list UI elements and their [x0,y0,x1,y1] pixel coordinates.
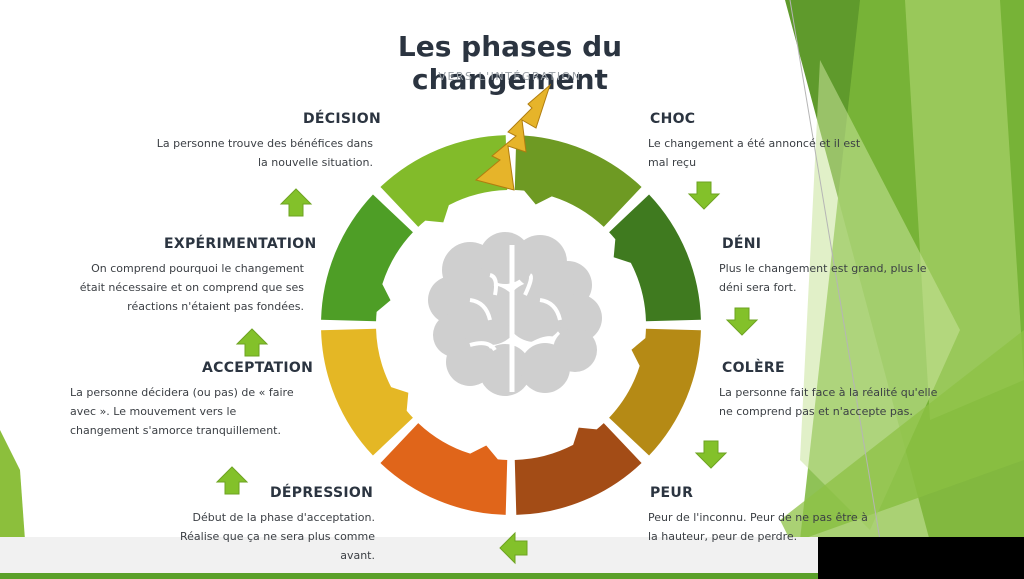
wheel-segment-decision [380,135,508,227]
phase-text-line: déni sera fort. [719,281,797,294]
phase-text-line: était nécessaire et on comprend que ses [79,281,304,294]
phase-title-decision: DÉCISION [303,111,381,127]
phase-text-experimentation: On comprend pourquoi le changement était… [62,259,304,316]
arrow-down-icon [687,181,721,210]
wheel-segment-colere [609,328,701,456]
wheel-segment-deni [609,194,701,322]
phase-text-line: La personne fait face à la réalité qu'el… [719,386,938,399]
phase-text-line: Le changement a été annoncé et il est [648,137,861,150]
phase-title-peur: PEUR [650,485,694,501]
phase-title-colere: COLÈRE [722,360,785,376]
wheel-segment-acceptation [321,328,413,456]
phase-text-line: changement s'amorce tranquillement. [70,424,281,437]
phase-text-line: la hauteur, peur de perdre. [648,530,798,543]
phase-text-line: La personne trouve des bénéfices dans [156,137,373,150]
brain-icon [428,232,602,396]
wheel-segment-peur [514,423,642,515]
arrow-down-icon [694,440,728,469]
phase-text-peur: Peur de l'inconnu. Peur de ne pas être à… [648,508,888,546]
phase-text-line: Peur de l'inconnu. Peur de ne pas être à [648,511,868,524]
phase-title-depression: DÉPRESSION [270,485,374,501]
phase-text-line: avec ». Le mouvement vers le [70,405,237,418]
arrow-left-icon [499,531,528,565]
phase-text-deni: Plus le changement est grand, plus le dé… [719,259,955,297]
bg-bottom-band [0,537,820,573]
bg-thin-line [789,0,881,541]
phase-text-line: Début de la phase d'acceptation. [192,511,375,524]
phase-text-depression: Début de la phase d'acceptation. Réalise… [135,508,375,565]
wheel-segment-choc [514,135,642,227]
phase-title-experimentation: EXPÉRIMENTATION [164,236,317,252]
phase-text-line: La personne décidera (ou pas) de « faire [70,386,294,399]
phase-text-acceptation: La personne décidera (ou pas) de « faire… [70,383,310,440]
phase-text-colere: La personne fait face à la réalité qu'el… [719,383,959,421]
diagram-subtitle: VERS L'INTÉGRATION [438,70,582,83]
phase-text-line: avant. [340,549,375,562]
arrow-up-icon [279,188,313,217]
wheel-segment-experimentation [321,194,413,322]
phase-text-line: Plus le changement est grand, plus le [719,262,927,275]
lightning-icon [474,83,552,191]
arrow-down-icon [725,307,759,336]
bg-bottom-right-black [818,537,1024,579]
arrow-up-icon [215,466,249,495]
arrow-up-icon [235,328,269,357]
bg-bottom-line [0,573,820,579]
phase-text-line: ne comprend pas et n'accepte pas. [719,405,913,418]
bg-shape-left [0,430,25,540]
diagram-title: Les phases du changement [397,30,623,96]
phase-text-line: la nouvelle situation. [257,156,373,169]
phase-text-line: mal reçu [648,156,697,169]
phase-text-decision: La personne trouve des bénéfices dans la… [133,134,373,172]
phase-text-line: réactions n'étaient pas fondées. [127,300,304,313]
phase-title-choc: CHOC [650,111,696,127]
phase-text-line: Réalise que ça ne sera plus comme [180,530,375,543]
phase-text-choc: Le changement a été annoncé et il est ma… [648,134,888,172]
phase-title-deni: DÉNI [722,236,762,252]
wheel-segment-depression [380,423,508,515]
bg-shape-right-lower [780,330,1024,560]
phase-text-line: On comprend pourquoi le changement [91,262,304,275]
phase-title-acceptation: ACCEPTATION [202,360,314,376]
